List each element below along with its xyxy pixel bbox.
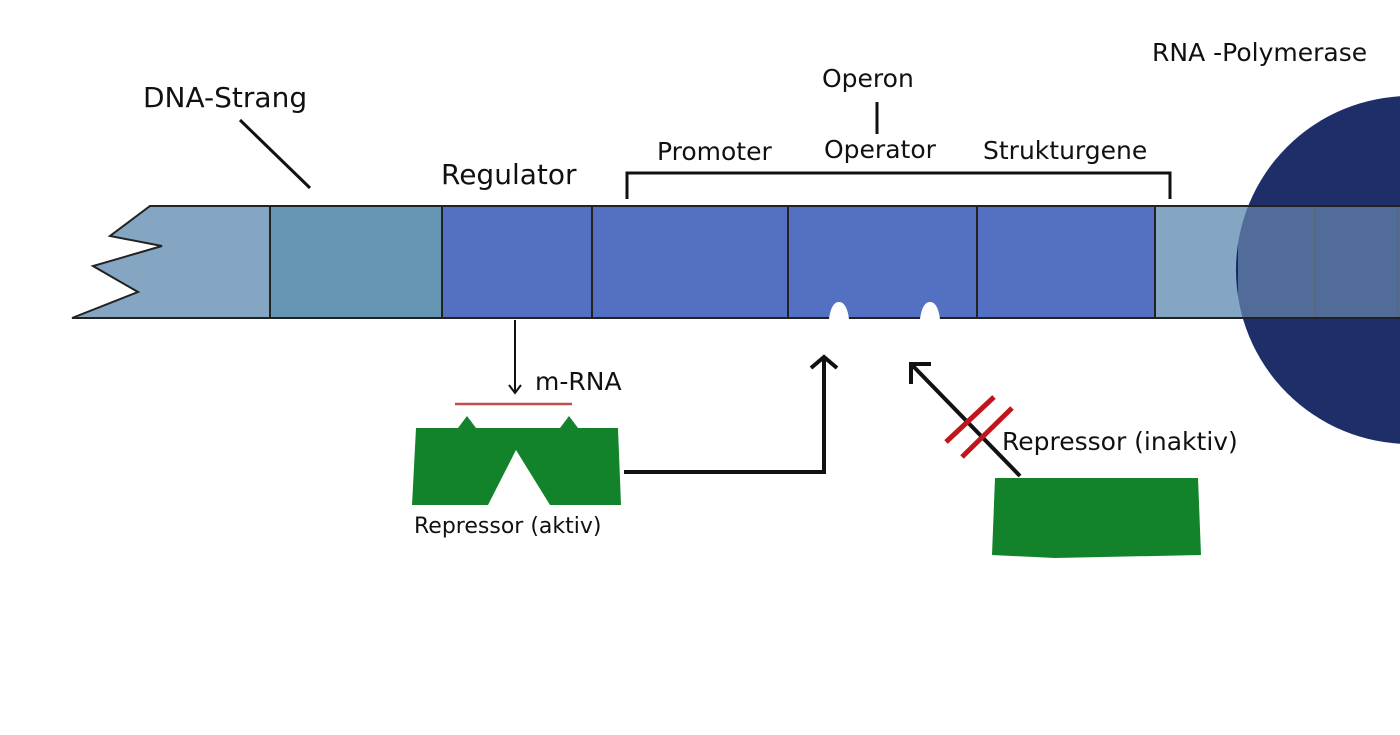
operon-label: Operon	[822, 64, 914, 93]
regulator-to-mrna-arrow	[508, 320, 522, 395]
polymerase-strand-overlay	[1238, 207, 1400, 317]
dna-strand-pointer-line	[238, 118, 312, 190]
dna-segment-regulator	[441, 205, 593, 319]
repressor-inactive-arrow	[909, 362, 1022, 478]
operator-label: Operator	[824, 135, 937, 164]
dna-strand	[71, 205, 1400, 319]
dna-segment-torn-end	[71, 205, 271, 319]
dna-segment-promoter	[591, 205, 789, 319]
repressor-inactive-label: Repressor (inaktiv)	[1002, 427, 1238, 456]
repressor-active-shape	[412, 416, 621, 505]
repressor-inactive-shape	[992, 478, 1201, 558]
rna-polymerase-label: RNA -Polymerase	[1152, 38, 1367, 67]
dna-strand-label: DNA-Strang	[143, 81, 307, 114]
repressor-active-arrow	[624, 354, 839, 474]
repressor-active-label: Repressor (aktiv)	[414, 514, 601, 539]
dna-segment-operator	[787, 205, 978, 319]
mrna-label: m-RNA	[535, 367, 622, 396]
operator-notch-left	[829, 302, 849, 319]
operon-bracket	[625, 102, 1172, 199]
dna-segment-2	[269, 205, 443, 319]
operator-notch-right	[920, 302, 940, 319]
blocked-marker	[944, 395, 1014, 459]
dna-segment-structural-genes	[976, 205, 1156, 319]
regulator-label: Regulator	[441, 158, 577, 191]
promoter-label: Promoter	[657, 137, 772, 166]
structural-genes-label: Strukturgene	[983, 136, 1147, 165]
